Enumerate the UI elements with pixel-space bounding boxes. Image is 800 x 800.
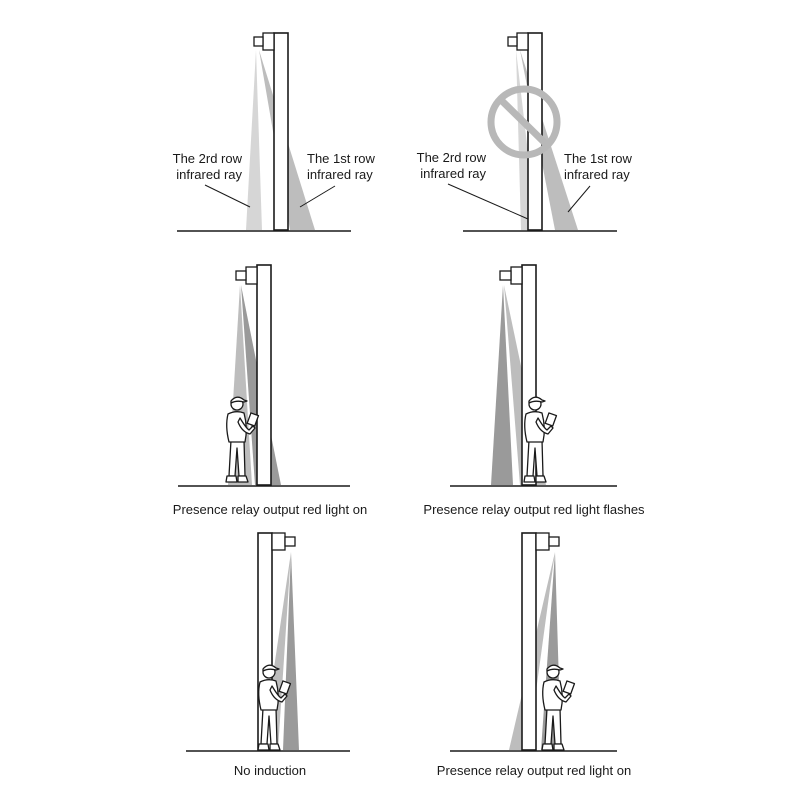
ray-second-row — [491, 285, 513, 485]
sensor-lens — [548, 536, 560, 547]
sensor-head — [245, 266, 258, 285]
ray-first-row — [283, 552, 299, 750]
leader-first-row — [299, 185, 336, 208]
sensor-lens — [235, 270, 247, 281]
caption: No induction — [234, 763, 306, 778]
sensor-lens — [507, 36, 518, 47]
sensor-head — [262, 32, 275, 51]
sensor-head — [510, 266, 523, 285]
pole — [256, 264, 272, 486]
sensor-head — [535, 532, 550, 551]
caption: Presence relay output red light flashes — [423, 502, 645, 517]
panel-bottom-right: Presence relay output red light on — [437, 532, 631, 778]
sensor-lens — [253, 36, 264, 47]
ray-second-row — [246, 50, 262, 230]
caption: Presence relay output red light on — [437, 763, 631, 778]
caption: Presence relay output red light on — [173, 502, 367, 517]
pole — [521, 532, 537, 751]
panel-bottom-left: No induction — [186, 532, 350, 778]
leader-first-row — [567, 185, 591, 213]
sensor-head — [516, 32, 529, 51]
prohibition-sign-icon — [487, 85, 561, 159]
sensor-lens — [499, 270, 512, 281]
pole — [273, 32, 289, 231]
panel-middle-left: Presence relay output red light on — [173, 264, 367, 517]
panel-middle-right: Presence relay output red light flashes — [423, 264, 645, 517]
leader-second-row — [447, 183, 529, 220]
sensor-lens — [284, 536, 296, 547]
sensor-head — [271, 532, 286, 551]
leader-second-row — [204, 184, 251, 208]
